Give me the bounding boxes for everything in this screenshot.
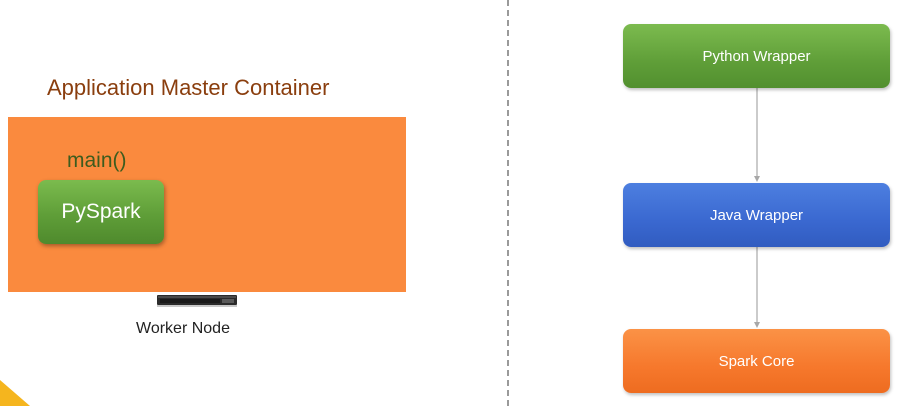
connector-python-to-java [754, 88, 760, 182]
java-wrapper-label: Java Wrapper [709, 206, 804, 224]
server-icon [157, 295, 237, 307]
python-wrapper-label: Python Wrapper [702, 47, 811, 65]
python-wrapper-box: Python Wrapper [623, 24, 890, 88]
pyspark-label: PySpark [61, 200, 141, 223]
container-title: Application Master Container [47, 75, 330, 100]
connector-java-to-core [754, 247, 760, 328]
main-function-label: main() [67, 149, 127, 172]
worker-node-label: Worker Node [136, 320, 230, 337]
spark-core-box: Spark Core [623, 329, 890, 393]
spark-core-label: Spark Core [718, 352, 795, 370]
pyspark-box: PySpark [38, 180, 164, 244]
dashed-divider [507, 0, 509, 406]
java-wrapper-box: Java Wrapper [623, 183, 890, 247]
